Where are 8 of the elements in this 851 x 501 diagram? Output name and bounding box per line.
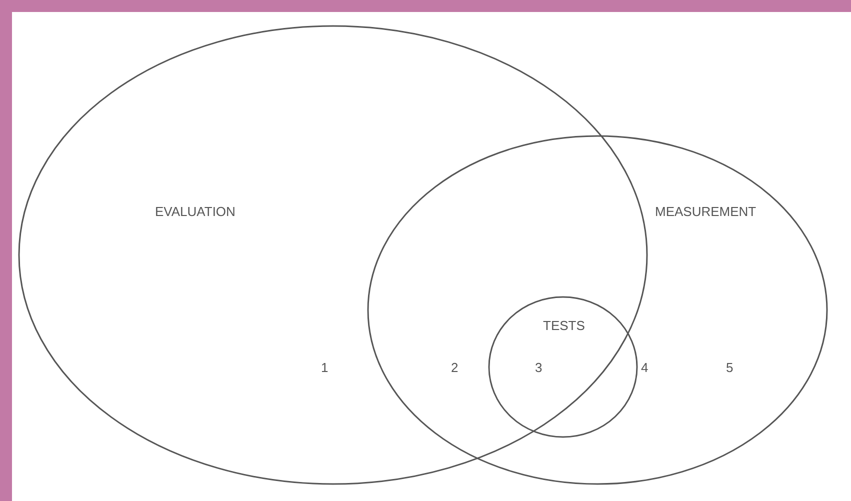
circle-label: TESTS xyxy=(543,318,585,333)
region-number: 5 xyxy=(726,360,734,375)
region-number: 4 xyxy=(641,360,648,375)
region-number: 3 xyxy=(535,360,542,375)
region-number: 1 xyxy=(321,360,328,375)
region-number: 2 xyxy=(451,360,458,375)
circle-label: EVALUATION xyxy=(155,204,236,219)
circle-label: MEASUREMENT xyxy=(655,204,756,219)
